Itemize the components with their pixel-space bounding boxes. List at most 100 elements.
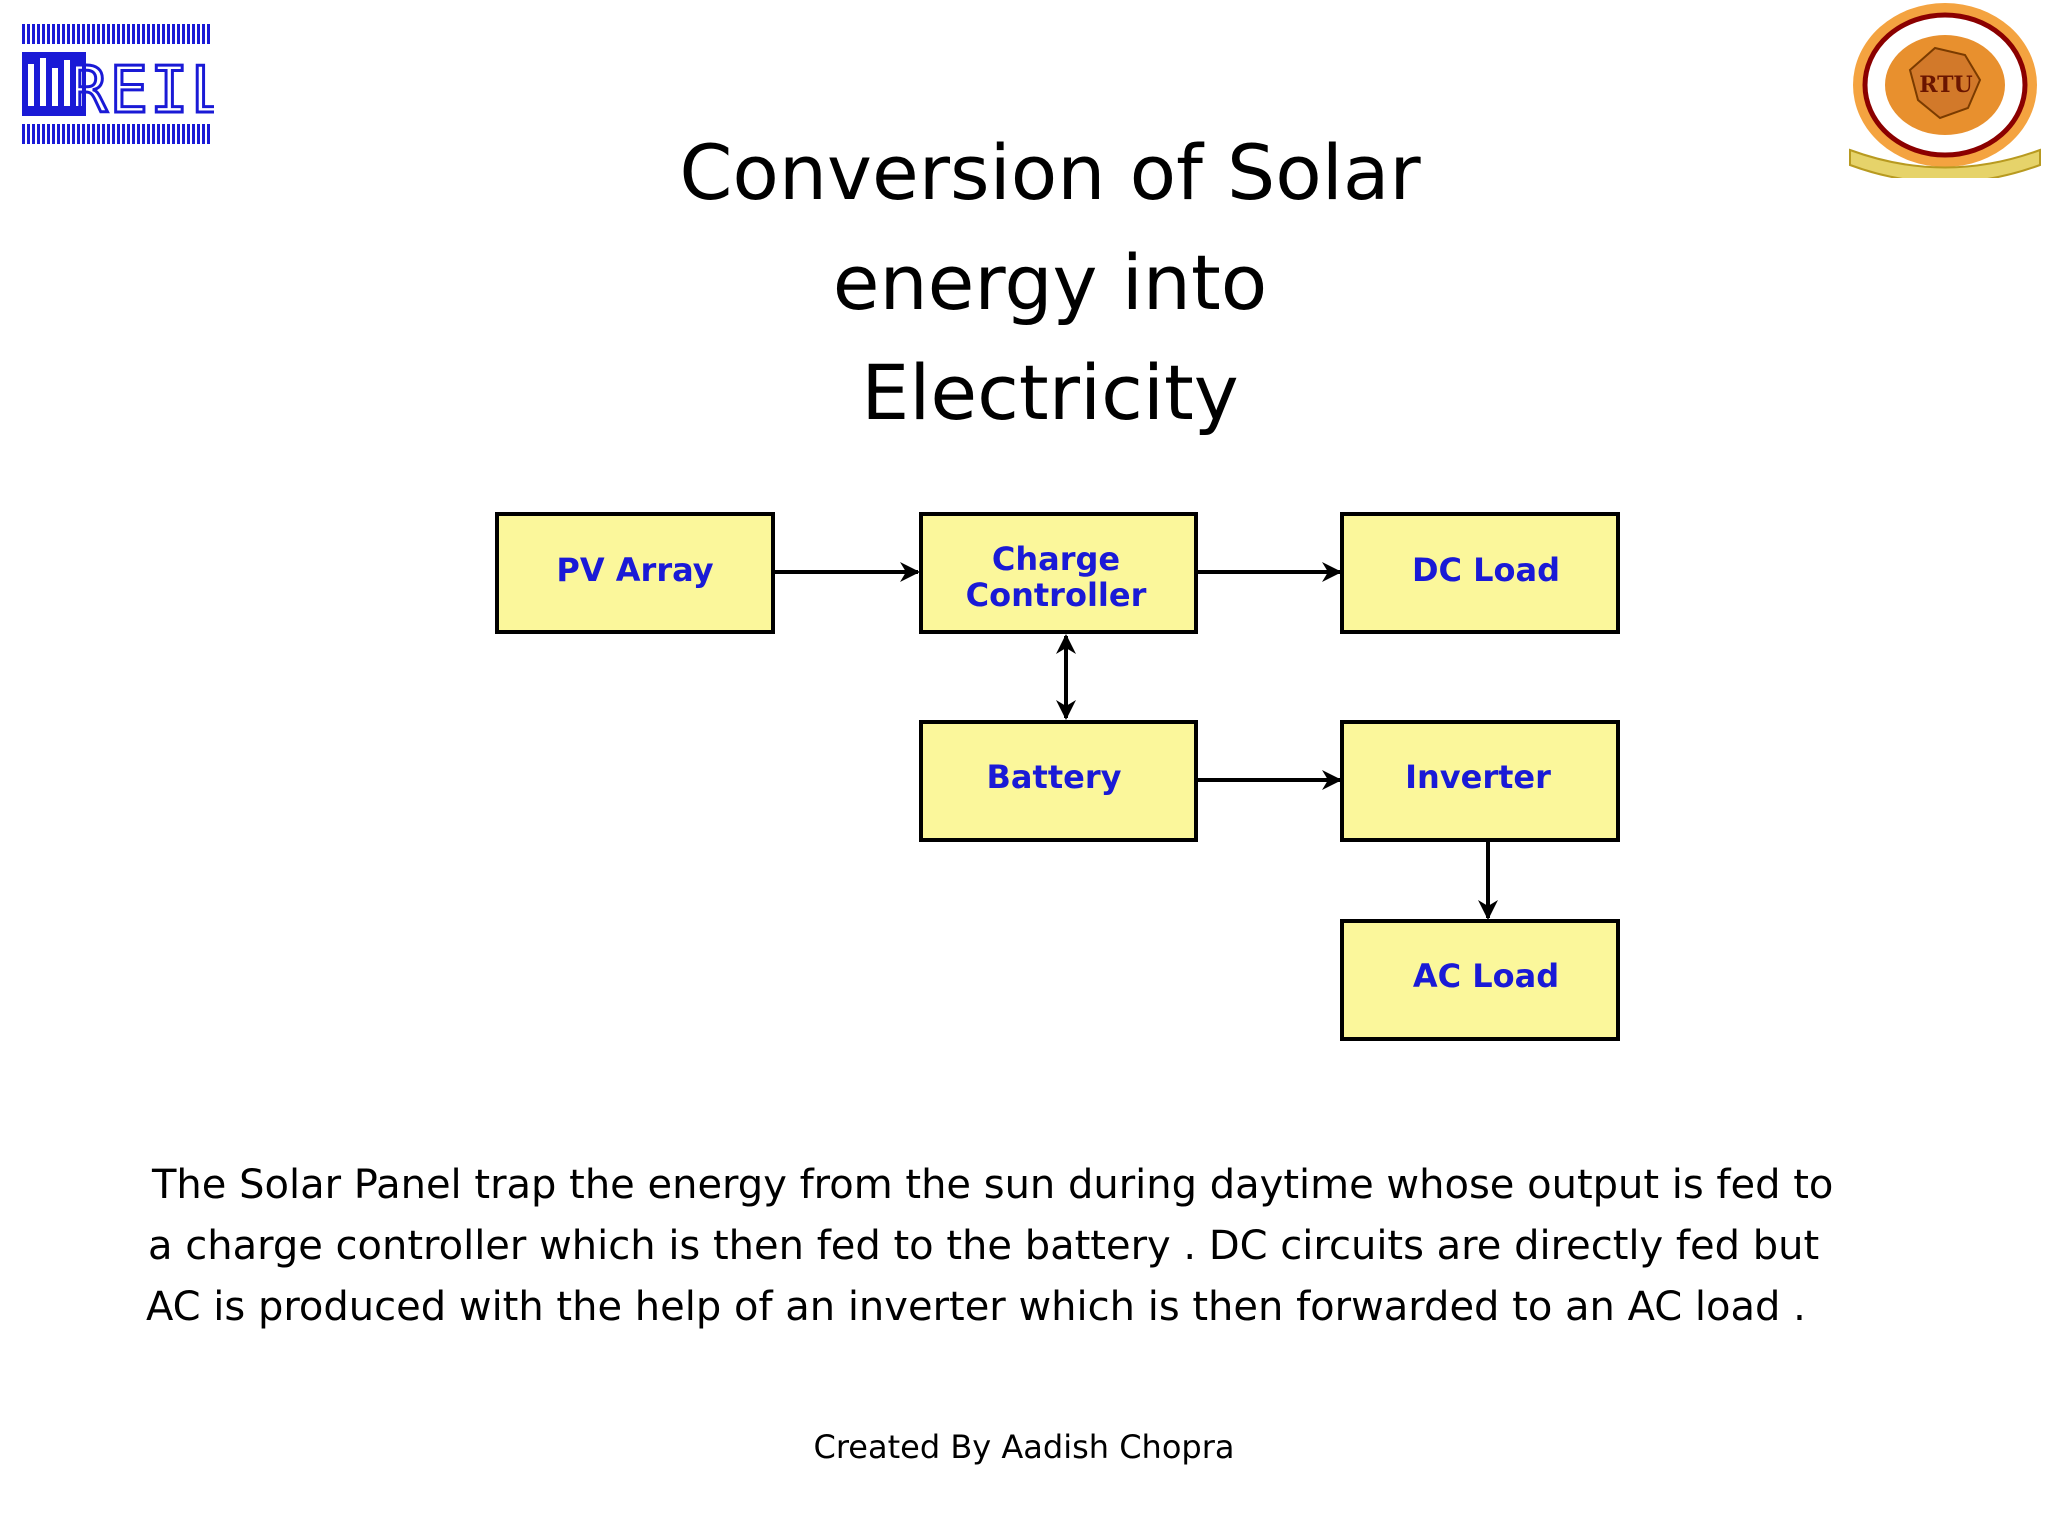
logo-stripe bbox=[42, 124, 45, 144]
description-line: AC is produced with the help of an inver… bbox=[146, 1284, 1806, 1330]
logo-stripe bbox=[32, 124, 35, 144]
logo-stripe bbox=[67, 124, 70, 144]
logo-stripe bbox=[127, 24, 130, 44]
node-charge-controller: Charge Controller bbox=[919, 512, 1198, 634]
node-dc-load: DC Load bbox=[1340, 512, 1620, 634]
logo-stripe bbox=[197, 124, 200, 144]
logo-stripe bbox=[182, 124, 185, 144]
node-label: DC Load bbox=[1412, 551, 1560, 589]
logo-stripe bbox=[37, 24, 40, 44]
reil-logo: REIL bbox=[22, 24, 214, 144]
node-inverter: Inverter bbox=[1340, 720, 1620, 842]
logo-stripe bbox=[187, 124, 190, 144]
logo-stripe bbox=[52, 24, 55, 44]
logo-stripe bbox=[97, 124, 100, 144]
logo-stripe bbox=[142, 124, 145, 144]
logo-stripe bbox=[92, 24, 95, 44]
logo-stripe bbox=[157, 124, 160, 144]
node-label: Controller bbox=[966, 576, 1147, 614]
logo-stripe bbox=[147, 24, 150, 44]
logo-stripe bbox=[112, 24, 115, 44]
logo-stripe bbox=[117, 24, 120, 44]
node-label: Charge bbox=[992, 540, 1120, 578]
node-pv-array: PV Array bbox=[495, 512, 775, 634]
logo-stripe bbox=[102, 24, 105, 44]
node-ac-load: AC Load bbox=[1340, 919, 1620, 1041]
logo-stripe bbox=[92, 124, 95, 144]
logo-stripe bbox=[62, 24, 65, 44]
logo-stripe bbox=[87, 24, 90, 44]
logo-stripe bbox=[177, 24, 180, 44]
logo-stripe bbox=[22, 124, 25, 144]
logo-stripe bbox=[57, 124, 60, 144]
title-line: energy into bbox=[832, 238, 1268, 327]
logo-stripe bbox=[192, 124, 195, 144]
node-label: AC Load bbox=[1413, 957, 1559, 995]
logo-stripe bbox=[152, 24, 155, 44]
logo-stripe bbox=[82, 124, 85, 144]
logo-stripe bbox=[122, 24, 125, 44]
logo-stripe bbox=[207, 124, 210, 144]
logo-stripe bbox=[127, 124, 130, 144]
logo-stripe bbox=[32, 24, 35, 44]
logo-stripe bbox=[162, 124, 165, 144]
logo-stripe bbox=[132, 124, 135, 144]
logo-stripe bbox=[62, 124, 65, 144]
node-label: Inverter bbox=[1405, 758, 1551, 796]
rtu-seal-text: RTU bbox=[1919, 72, 1972, 98]
logo-stripe bbox=[52, 124, 55, 144]
logo-stripe bbox=[27, 24, 30, 44]
logo-stripe bbox=[177, 124, 180, 144]
logo-stripe bbox=[87, 124, 90, 144]
logo-stripe bbox=[112, 124, 115, 144]
logo-stripe bbox=[147, 124, 150, 144]
logo-stripe bbox=[207, 24, 210, 44]
logo-stripe bbox=[107, 124, 110, 144]
logo-stripe bbox=[187, 24, 190, 44]
logo-stripe bbox=[72, 24, 75, 44]
title-line: Electricity bbox=[861, 348, 1239, 437]
logo-stripe bbox=[197, 24, 200, 44]
logo-stripe bbox=[202, 124, 205, 144]
reil-logo-text: REIL bbox=[69, 54, 214, 128]
logo-stripe bbox=[22, 24, 25, 44]
logo-stripe bbox=[122, 124, 125, 144]
logo-stripe bbox=[82, 24, 85, 44]
logo-stripe bbox=[137, 24, 140, 44]
logo-stripe bbox=[47, 24, 50, 44]
logo-stripe bbox=[77, 124, 80, 144]
logo-stripe bbox=[202, 24, 205, 44]
footer-credit: Created By Aadish Chopra bbox=[813, 1428, 1235, 1466]
logo-stripe bbox=[42, 24, 45, 44]
title-line: Conversion of Solar bbox=[679, 128, 1421, 217]
description-line: The Solar Panel trap the energy from the… bbox=[152, 1162, 1834, 1208]
logo-stripe bbox=[47, 124, 50, 144]
logo-stripe bbox=[132, 24, 135, 44]
logo-stripe bbox=[167, 124, 170, 144]
logo-stripe bbox=[167, 24, 170, 44]
logo-stripe bbox=[57, 24, 60, 44]
node-label: Battery bbox=[987, 758, 1122, 796]
logo-stripe bbox=[72, 124, 75, 144]
logo-stripe bbox=[172, 24, 175, 44]
logo-stripe bbox=[107, 24, 110, 44]
logo-stripe bbox=[182, 24, 185, 44]
description-line: a charge controller which is then fed to… bbox=[148, 1223, 1820, 1269]
logo-stripe bbox=[77, 24, 80, 44]
logo-stripe bbox=[162, 24, 165, 44]
logo-stripe bbox=[117, 124, 120, 144]
logo-stripe bbox=[137, 124, 140, 144]
logo-stripe bbox=[192, 24, 195, 44]
logo-stripe bbox=[152, 124, 155, 144]
logo-stripe bbox=[97, 24, 100, 44]
logo-stripe bbox=[27, 124, 30, 144]
logo-stripe bbox=[37, 124, 40, 144]
rtu-university-seal: RTU bbox=[1849, 3, 2041, 178]
node-label: PV Array bbox=[556, 551, 713, 589]
logo-stripe bbox=[102, 124, 105, 144]
logo-stripe bbox=[157, 24, 160, 44]
node-battery: Battery bbox=[919, 720, 1198, 842]
logo-stripe bbox=[67, 24, 70, 44]
logo-stripe bbox=[142, 24, 145, 44]
